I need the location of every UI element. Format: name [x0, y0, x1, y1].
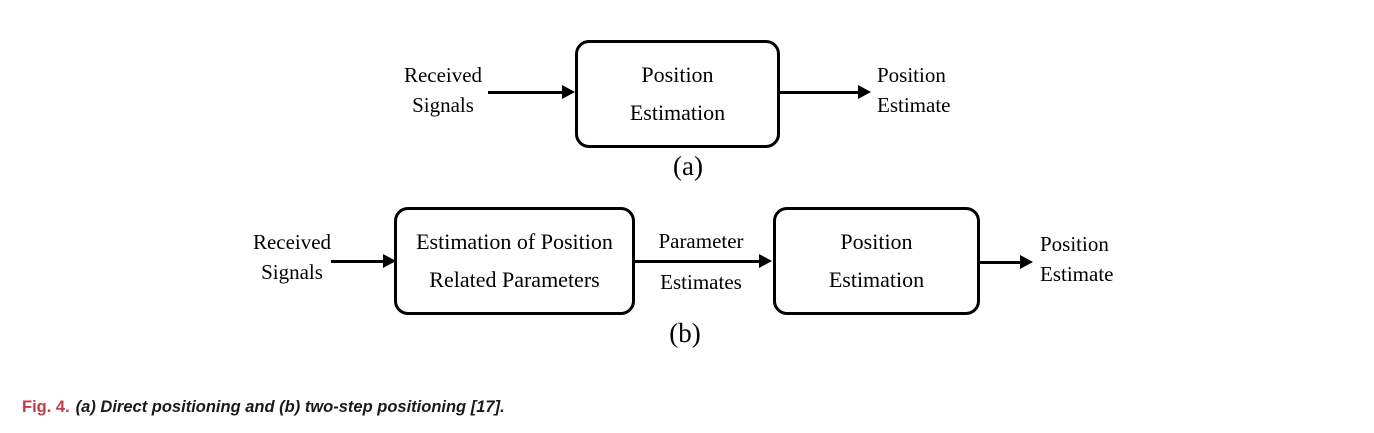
input-label-a-line2: Signals — [412, 93, 474, 117]
arrow-b-mid-head-icon — [759, 254, 772, 268]
mid-label-b-bottom: Estimates — [660, 270, 742, 294]
input-label-b-line1: Received — [252, 230, 332, 254]
position-estimation-box-b: Position Estimation — [773, 207, 980, 315]
mid-label-b-top: Parameter — [658, 229, 744, 253]
output-label-a: Position Estimate — [877, 60, 950, 120]
input-label-b-line2: Signals — [261, 260, 323, 284]
arrow-b-output-head-icon — [1020, 255, 1033, 269]
output-label-b-line1: Position — [1040, 232, 1109, 256]
figure-caption-text: (a) Direct positioning and (b) two-step … — [75, 398, 505, 416]
box-a-line2: Estimation — [629, 100, 726, 125]
arrow-a-input-head-icon — [562, 85, 575, 99]
subfigure-label-b: (b) — [669, 318, 701, 348]
box-b2-line1: Position — [840, 229, 913, 254]
arrow-b-mid-shaft — [634, 260, 761, 263]
box-b2-line2: Estimation — [828, 267, 925, 292]
output-label-a-line2: Estimate — [877, 93, 951, 117]
output-label-b-line2: Estimate — [1040, 262, 1114, 286]
arrow-b-input-shaft — [331, 260, 385, 263]
box-a-line1: Position — [641, 62, 714, 87]
figure-caption: Fig. 4. (a) Direct positioning and (b) tw… — [22, 398, 505, 417]
figure-caption-number: Fig. 4. — [22, 398, 70, 416]
output-label-b: Position Estimate — [1040, 229, 1113, 289]
box-b1-line1: Estimation of Position — [416, 229, 613, 254]
arrow-a-output-shaft — [780, 91, 860, 94]
input-label-b: Received Signals — [246, 227, 338, 287]
box-b1-line2: Related Parameters — [429, 267, 600, 292]
output-label-a-line1: Position — [877, 63, 946, 87]
arrow-b-output-shaft — [979, 261, 1022, 264]
position-estimation-box-a: Position Estimation — [575, 40, 780, 148]
arrow-a-output-head-icon — [858, 85, 871, 99]
arrow-a-input-shaft — [488, 91, 564, 94]
input-label-a: Received Signals — [396, 60, 490, 120]
subfigure-label-a: (a) — [673, 151, 703, 181]
parameter-estimation-box-b: Estimation of Position Related Parameter… — [394, 207, 635, 315]
arrow-b-input-head-icon — [383, 254, 396, 268]
input-label-a-line1: Received — [403, 63, 483, 87]
